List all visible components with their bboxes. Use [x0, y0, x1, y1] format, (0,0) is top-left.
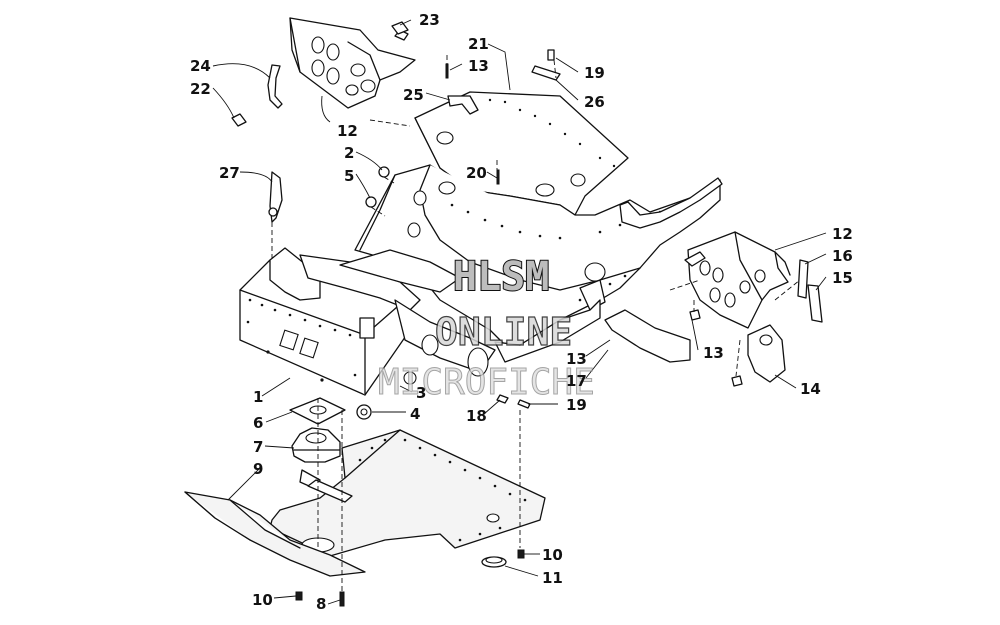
- callout-19-top: 19: [584, 64, 605, 82]
- callout-27: 27: [219, 164, 240, 182]
- callout-21: 21: [468, 35, 489, 53]
- callout-16: 16: [832, 247, 853, 265]
- callout-25: 25: [403, 86, 424, 104]
- callout-8: 8: [316, 595, 326, 613]
- callout-23: 23: [419, 11, 440, 29]
- callout-20: 20: [466, 164, 487, 182]
- callout-10-left: 10: [252, 591, 273, 609]
- footrest-left: [231, 17, 416, 127]
- belly-pan: [269, 429, 546, 568]
- footrest-right: [684, 231, 823, 383]
- assembly-lines: [271, 55, 801, 592]
- callout-2: 2: [344, 144, 354, 162]
- callout-18: 18: [466, 407, 487, 425]
- callout-19-mid: 19: [566, 396, 587, 414]
- callout-5: 5: [344, 167, 354, 185]
- callout-10-right: 10: [542, 546, 563, 564]
- leader-lines: [212, 19, 827, 605]
- callout-22: 22: [190, 80, 211, 98]
- callouts: 23 24 22 12 21 13 19 25 26 2 5 20 27 12 …: [190, 11, 853, 613]
- watermark-line-3: MICROFICHE: [378, 362, 595, 403]
- callout-13-right: 13: [703, 344, 724, 362]
- callout-24: 24: [190, 57, 211, 75]
- callout-13-top: 13: [468, 57, 489, 75]
- watermark: HLSM ONLINE MICROFICHE: [378, 253, 596, 404]
- callout-7: 7: [253, 438, 263, 456]
- callout-14: 14: [800, 380, 821, 398]
- callout-12-top: 12: [337, 122, 358, 140]
- callout-15: 15: [832, 269, 853, 287]
- callout-1: 1: [253, 388, 263, 406]
- callout-12-right: 12: [832, 225, 853, 243]
- callout-3: 3: [416, 384, 426, 402]
- callout-13-mid: 13: [566, 350, 587, 368]
- callout-9: 9: [253, 460, 263, 478]
- callout-17: 17: [566, 372, 587, 390]
- small-parts: [268, 21, 743, 607]
- callout-6: 6: [253, 414, 263, 432]
- chassis-tunnel: [354, 91, 723, 346]
- callout-26: 26: [584, 93, 605, 111]
- callout-4: 4: [410, 405, 420, 423]
- front-bulkhead: [239, 247, 496, 396]
- front-skid: [184, 491, 366, 577]
- watermark-line-2: ONLINE: [435, 310, 572, 354]
- front-supports: [494, 279, 691, 363]
- watermark-line-1: HLSM: [453, 254, 549, 300]
- callout-11: 11: [542, 569, 563, 587]
